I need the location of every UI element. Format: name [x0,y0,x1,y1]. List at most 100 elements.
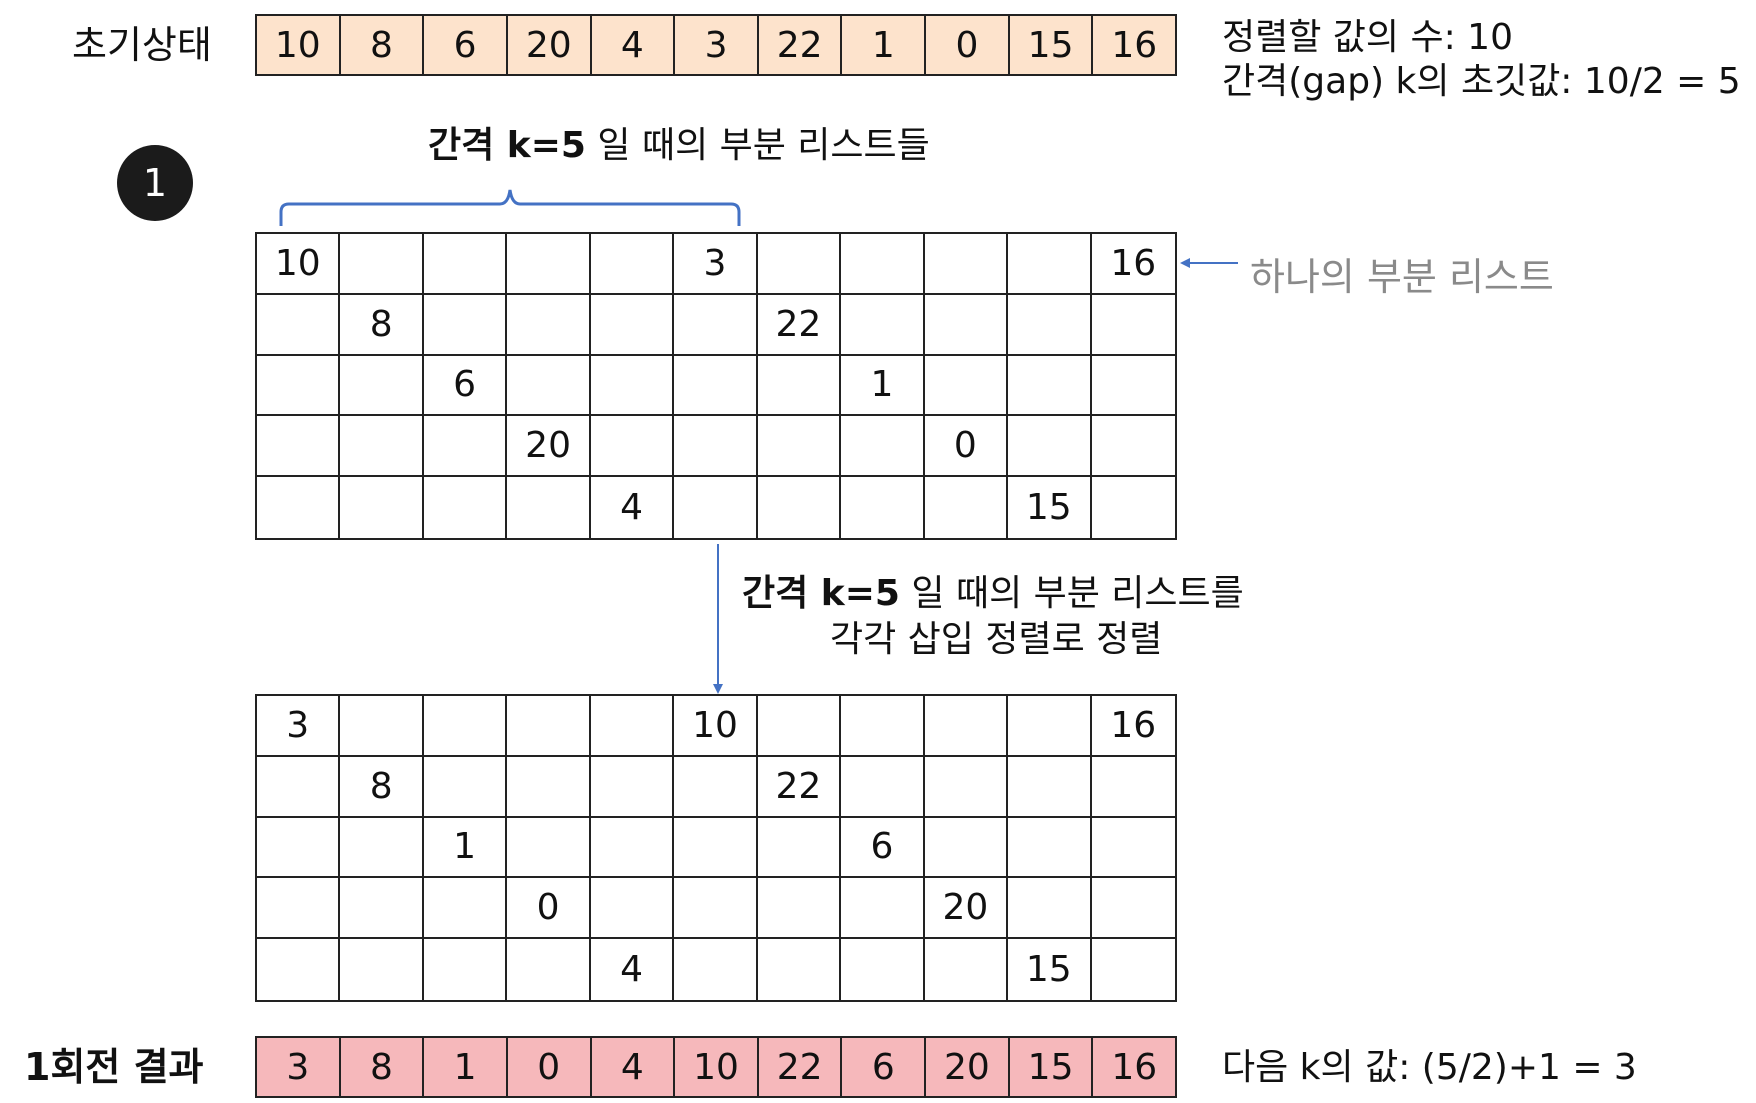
grid-before-cell [340,477,424,538]
initial-array-cell: 4 [591,16,676,74]
grid-before-cell [757,416,842,478]
grid-after-cell: 20 [924,878,1009,940]
grid-after-cell [257,939,341,1000]
next-k-info: 다음 k의 값: (5/2)+1 = 3 [1222,1047,1637,1088]
initial-array-cell: 3 [675,16,759,74]
grid-before-cell [590,234,675,295]
grid-before-cell: 22 [757,294,842,356]
result-array-cell: 20 [926,1038,1010,1096]
sort-caption-line2: 각각 삽입 정렬로 정렬 [830,619,1163,660]
grid-after-cell: 16 [1091,696,1175,757]
grid-before-cell [841,234,925,295]
grid-before-cell [1008,355,1092,417]
grid-after-cell [257,817,341,879]
grid-after-cell [257,756,341,818]
result-array-cell: 8 [340,1038,425,1096]
grid-after-cell [1008,817,1092,879]
grid-before-cell: 1 [841,355,925,417]
grid-after-cell [1091,757,1175,818]
grid-after-cell [590,817,675,879]
grid-before-cell: 0 [924,416,1009,478]
grid-before-cell [423,294,508,356]
grid-after-cell [924,696,1009,757]
grid-after-cell [841,939,925,1000]
grid-before-cell [757,355,842,417]
grid-after-cell: 1 [423,817,508,879]
grid-after-cell [340,817,424,879]
grid-after-cell [757,878,842,940]
grid-before-cell [841,477,925,538]
grid-after-cell [507,696,591,757]
grid-before-cell [257,416,341,478]
grid-after-cell: 8 [340,756,424,818]
grid-after-cell [674,939,758,1000]
grid-before-cell: 6 [423,355,508,417]
grid-after-cell: 22 [757,756,842,818]
grid-after-cell [924,756,1009,818]
grid-before-cell [590,355,675,417]
grid-before-cell: 15 [1008,477,1092,538]
result-label: 1회전 결과 [24,1045,204,1089]
grid-after-cell [590,878,675,940]
grid-before-cell: 3 [674,234,758,295]
grid-after-cell [674,756,758,818]
grid-before-cell [925,477,1009,538]
grid-after-cell: 0 [507,878,591,940]
grid-after-cell [507,817,591,879]
sort-caption-rest: 일 때의 부분 리스트를 [899,573,1244,614]
brace-title-bold: 간격 k=5 [428,125,586,166]
brace-title-rest: 일 때의 부분 리스트들 [585,125,930,166]
grid-after-cell [507,756,591,818]
result-array-cell: 15 [1009,1038,1094,1096]
brace-title: 간격 k=5 일 때의 부분 리스트들 [428,124,930,167]
initial-array-cell: 6 [424,16,508,74]
grid-before-cell [924,294,1009,356]
initial-array-cell: 15 [1009,16,1094,74]
result-array-cell: 1 [424,1038,508,1096]
grid-before-cell [590,294,675,356]
grid-after-cell [340,939,424,1000]
grid-before-cell [507,355,591,417]
sort-caption-bold: 간격 k=5 [742,573,900,614]
grid-after-cell [423,696,508,757]
grid-after-cell [674,878,758,940]
grid-after-cell: 3 [257,696,341,757]
grid-before-cell [257,294,341,356]
grid-before-cell [257,477,341,538]
grid-after-cell [340,878,424,940]
grid-before-cell [1008,294,1092,356]
grid-after-cell [758,939,842,1000]
grid-before-cell [507,477,591,538]
curly-brace-icon [279,189,741,226]
grid-before-cell [507,294,591,356]
grid-after-cell [257,878,341,940]
grid-after-cell: 6 [841,817,925,879]
step-badge: 1 [117,145,193,221]
grid-before-cell [674,416,758,478]
grid-after-cell [1008,756,1092,818]
grid-before-cell [674,294,758,356]
grid-after-cell: 15 [1008,939,1092,1000]
grid-after-cell [423,878,508,940]
initial-array-cell: 1 [842,16,927,74]
initial-array-cell: 22 [758,16,843,74]
initial-array-cell: 16 [1093,16,1176,74]
grid-before-cell [924,355,1009,417]
result-array-cell: 0 [507,1038,592,1096]
grid-before-cell [340,416,424,478]
initial-state-label: 초기상태 [72,23,212,67]
info-gap: 간격(gap) k의 초깃값: 10/2 = 5 [1222,61,1741,102]
grid-before-cell [423,234,508,295]
grid-after-cell: 10 [674,696,758,757]
grid-after-cell [1008,696,1092,757]
grid-before-cell: 8 [340,294,424,356]
grid-before-cell [257,355,341,417]
initial-array-cell: 8 [340,16,425,74]
grid-before-cell [590,416,675,478]
grid-before-cell [424,477,508,538]
grid-after-cell [757,696,842,757]
grid-after-cell [841,696,925,757]
